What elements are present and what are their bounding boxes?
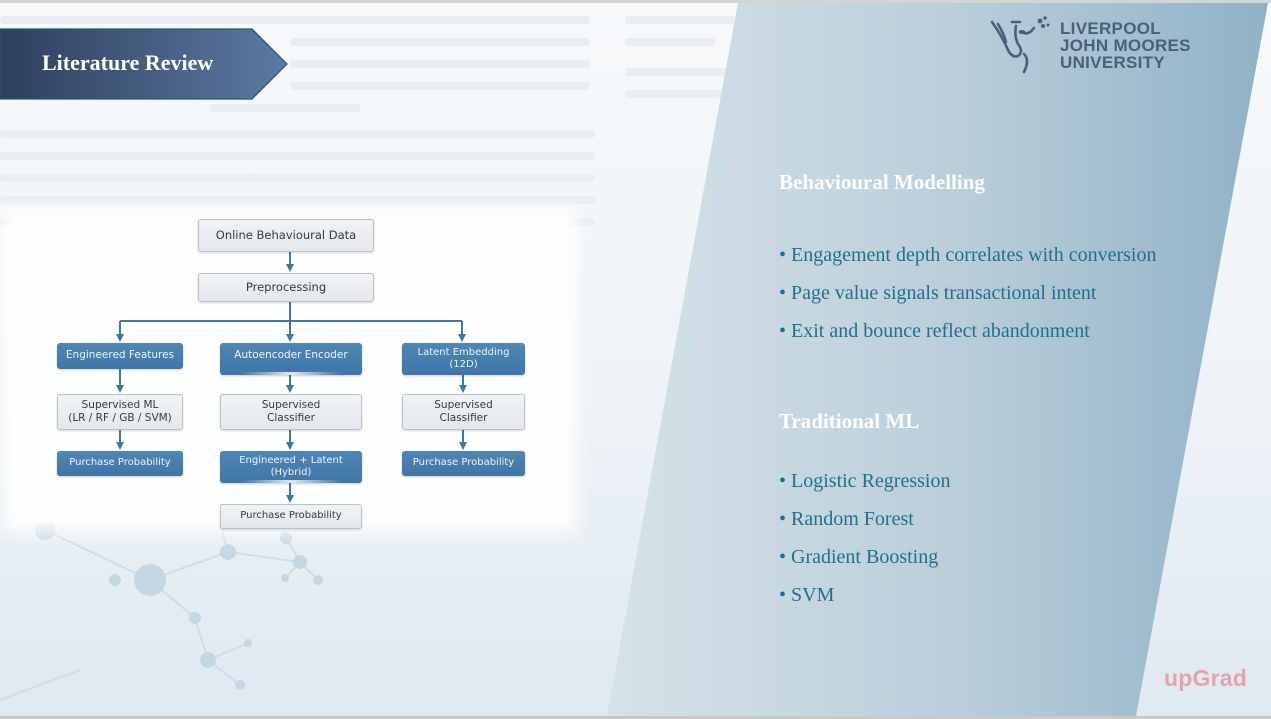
bullet-text: Engagement depth correlates with convers… [791, 244, 1157, 266]
flow-node-supervised-ml: Supervised ML(LR / RF / GB / SVM) [57, 394, 183, 430]
flow-node-engineered-latent-hybrid: Engineered + Latent(Hybrid) [220, 451, 362, 483]
bullet-item: •Logistic Regression [779, 470, 950, 493]
banner-arrow-shape [0, 28, 288, 100]
node-label-line: (Hybrid) [270, 467, 312, 478]
node-label-line: (LR / RF / GB / SVM) [68, 412, 172, 424]
node-label-line: Supervised ML [81, 398, 159, 411]
node-label: Preprocessing [245, 280, 327, 295]
bullet-text: Random Forest [791, 508, 914, 530]
node-label-line: Latent Embedding [417, 346, 510, 358]
node-label: Autoencoder Encoder [234, 349, 348, 361]
logo-line-2: JOHN MOORES [1060, 36, 1191, 55]
bullet-text: SVM [791, 584, 835, 606]
section-title-banner: Literature Review [0, 28, 288, 100]
flowchart-connectors [116, 252, 467, 503]
node-label-line: Classifier [267, 412, 315, 424]
upgrad-logo: upGrad [1164, 665, 1247, 691]
node-label: Engineered Features [65, 349, 175, 362]
node-label-line: Classifier [439, 412, 488, 424]
node-label: Latent Embedding(12D) [418, 347, 510, 372]
node-label: Online Behavioural Data [215, 228, 357, 243]
ljmu-logo: LIVERPOOL JOHN MOORES UNIVERSITY [988, 14, 1198, 76]
bullet-icon: • [779, 320, 787, 342]
flow-node-purchase-probability-2: Purchase Probability [220, 504, 362, 529]
bullet-icon: • [779, 470, 787, 492]
node-label: Purchase Probability [69, 457, 171, 469]
flow-node-latent-embedding: Latent Embedding(12D) [402, 343, 525, 375]
bullet-text: Logistic Regression [791, 470, 951, 492]
bullet-text: Exit and bounce reflect abandonment [791, 320, 1090, 342]
bottom-border [0, 716, 1271, 719]
node-label: Engineered + Latent(Hybrid) [239, 455, 343, 480]
flow-node-engineered-features: Engineered Features [57, 343, 183, 369]
bullet-text: Gradient Boosting [791, 546, 939, 568]
bullet-icon: • [779, 282, 787, 304]
node-label: Supervised ML(LR / RF / GB / SVM) [68, 399, 172, 425]
bullet-icon: • [779, 508, 787, 530]
page-title: Literature Review [42, 50, 214, 75]
liver-bird-icon [990, 16, 1050, 74]
node-label-line: Supervised [261, 398, 321, 411]
flow-node-preprocessing: Preprocessing [198, 273, 374, 302]
network-background-graphic [0, 504, 323, 701]
flow-node-purchase-probability-3: Purchase Probability [402, 451, 525, 476]
university-name: LIVERPOOL JOHN MOORES UNIVERSITY [1060, 20, 1191, 71]
node-label-line: Engineered + Latent [239, 454, 343, 466]
bullet-item: •Gradient Boosting [779, 546, 938, 569]
logo-line-1: LIVERPOOL [1060, 19, 1161, 38]
flow-node-autoencoder-encoder: Autoencoder Encoder [220, 343, 362, 375]
top-border [0, 0, 1271, 3]
behavioural-modelling-heading: Behavioural Modelling [779, 170, 985, 194]
bullet-text: Page value signals transactional intent [791, 282, 1097, 304]
flow-node-online-behavioural-data: Online Behavioural Data [198, 219, 374, 252]
flow-node-purchase-probability-1: Purchase Probability [57, 451, 183, 476]
bullet-item: •SVM [779, 584, 834, 607]
logo-line-3: UNIVERSITY [1060, 53, 1166, 72]
node-label-line: Supervised [434, 398, 493, 411]
traditional-ml-heading: Traditional ML [779, 409, 920, 433]
node-label: Purchase Probability [240, 510, 342, 522]
bullet-item: •Page value signals transactional intent [779, 282, 1096, 305]
bullet-icon: • [779, 244, 787, 266]
bullet-item: •Exit and bounce reflect abandonment [779, 320, 1090, 343]
bullet-item: •Random Forest [779, 508, 914, 531]
node-label: Purchase Probability [412, 457, 515, 469]
bullet-icon: • [779, 584, 787, 606]
bullet-icon: • [779, 546, 787, 568]
bullet-item: •Engagement depth correlates with conver… [779, 244, 1156, 267]
node-label-line: (12D) [449, 359, 478, 370]
